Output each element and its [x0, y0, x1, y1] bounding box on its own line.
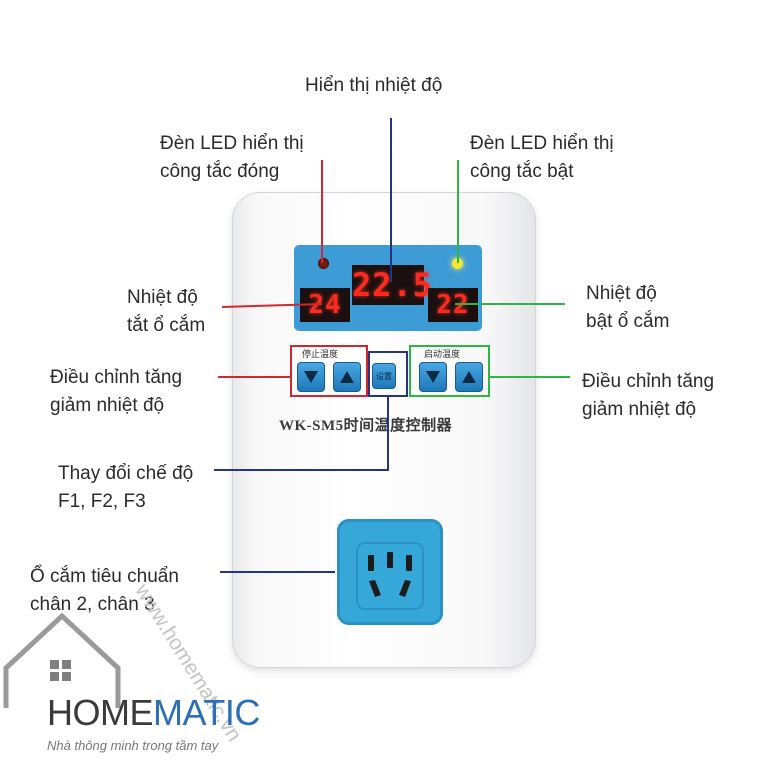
on-temp-down-button[interactable] — [419, 362, 447, 392]
switch-off-led — [318, 258, 329, 269]
triangle-down-icon — [304, 371, 318, 383]
socket-holes-icon — [356, 542, 424, 610]
triangle-up-icon — [340, 371, 354, 383]
switch-on-led — [452, 258, 463, 269]
main-temperature-display: 22.5 — [352, 265, 434, 305]
model-name: WK-SM5时间温度控制器 — [279, 418, 453, 434]
triangle-down-icon — [426, 371, 440, 383]
mode-set-button[interactable]: 设置 — [372, 363, 396, 389]
brand-logo: HOMEMATIC — [47, 692, 260, 733]
label-temperature-display: Hiển thị nhiệt độ — [305, 75, 443, 96]
power-socket — [337, 519, 443, 625]
on-temperature-display: 22 — [428, 288, 478, 322]
on-temp-up-button[interactable] — [455, 362, 483, 392]
stop-temperature-label: 停止温度 — [302, 350, 339, 360]
triangle-up-icon — [462, 371, 476, 383]
brand-tagline: Nhà thông minh trong tầm tay — [47, 738, 219, 753]
set-button-label: 设置 — [376, 371, 392, 381]
off-temp-up-button[interactable] — [333, 362, 361, 392]
start-temperature-label: 启动温度 — [424, 350, 461, 360]
house-logo-icon — [3, 612, 121, 708]
off-temp-down-button[interactable] — [297, 362, 325, 392]
